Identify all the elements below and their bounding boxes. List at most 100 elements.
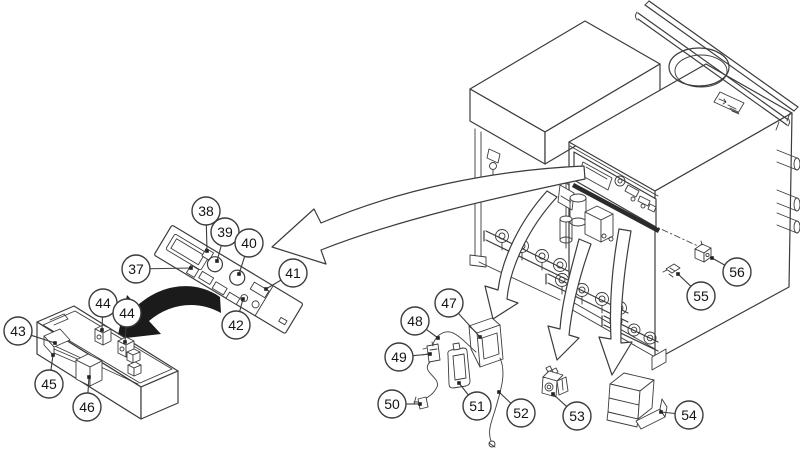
callout-circle: [221, 310, 251, 340]
left-cabinet: [469, 20, 661, 301]
callout-circle: [434, 288, 464, 318]
callout-leader-line: [31, 334, 56, 344]
relay-block: [94, 324, 112, 346]
right-cabinet-foot: [651, 348, 667, 371]
callout-circle: [112, 298, 142, 328]
control-panel-detail: [154, 225, 304, 334]
detail-button-38: [201, 248, 215, 261]
module-box-51: [447, 342, 471, 389]
right-cabinet: [565, 0, 800, 371]
detail-knob-40: [229, 269, 246, 286]
callout-leader-line: [677, 273, 692, 287]
callout-44: 44: [88, 288, 118, 332]
callout-circle: [377, 389, 407, 419]
callout-38: 38: [191, 196, 221, 253]
callout-46: 46: [72, 375, 102, 422]
detail-knob-39: [206, 256, 224, 273]
callout-leader-line: [149, 267, 192, 270]
rear-rail: [635, 0, 799, 131]
callout-circle: [72, 392, 102, 422]
machine-panel-button: [637, 195, 651, 207]
callout-target-dot: [551, 392, 555, 396]
machine-panel-button: [624, 184, 640, 198]
callout-circle: [506, 398, 536, 428]
callout-target-dot: [53, 341, 57, 345]
pot-opening: [668, 47, 730, 88]
callout-39: 39: [210, 217, 240, 263]
callout-number: 46: [79, 399, 95, 415]
callout-target-dot: [51, 353, 55, 357]
callout-target-dot: [478, 335, 482, 339]
machine-panel-knob: [614, 175, 626, 187]
callout-number: 47: [441, 295, 457, 311]
callout-50: 50: [377, 389, 422, 419]
callout-leader-line: [458, 382, 469, 396]
callout-leader-line: [552, 393, 568, 407]
callout-leader-line: [425, 328, 439, 339]
detail-button: [211, 281, 228, 296]
callout-leader-line: [498, 391, 512, 404]
rotation-arrow-icon: [117, 286, 221, 339]
detail-display-window: [165, 234, 210, 270]
callout-leader-line: [205, 224, 208, 252]
callout-target-dot: [100, 328, 104, 332]
component-box-46: [75, 353, 103, 387]
callout-number: 50: [384, 396, 400, 412]
pilot-valve-assembly: [559, 193, 614, 244]
small-knob: [126, 348, 141, 364]
callout-49: 49: [384, 342, 432, 372]
callout-number: 44: [119, 305, 135, 321]
callout-target-dot: [659, 410, 663, 414]
callout-54: 54: [659, 400, 704, 430]
callout-55: 55: [676, 272, 716, 311]
callout-circle: [384, 342, 414, 372]
callout-number: 44: [95, 295, 111, 311]
callout-circle: [686, 281, 716, 311]
callout-number: 53: [569, 408, 585, 424]
arrow-to-ignition-group-icon: [484, 190, 558, 320]
callout-45: 45: [34, 353, 64, 399]
callout-leader-line: [239, 298, 244, 312]
detail-button: [225, 291, 241, 305]
callout-leader-line: [660, 411, 676, 415]
callout-circle: [34, 369, 64, 399]
callout-43: 43: [3, 316, 57, 346]
callout-number: 39: [217, 224, 233, 240]
callout-leader-line: [216, 245, 222, 262]
ignition-plate-47: [468, 317, 504, 368]
callout-leader-line: [50, 354, 54, 371]
detail-button-41: [249, 281, 270, 299]
transformer-unit-54: [606, 372, 668, 430]
arrow-to-panel-detail-icon: [271, 165, 586, 265]
callout-number: 42: [228, 317, 244, 333]
callout-leader-line: [87, 376, 90, 394]
gas-tap: [486, 148, 501, 177]
callout-56: 56: [710, 256, 752, 287]
callout-target-dot: [123, 340, 127, 344]
callout-number: 49: [391, 349, 407, 365]
left-cabinet-foot: [469, 254, 487, 268]
callout-target-dot: [428, 352, 432, 356]
callout-number: 54: [681, 407, 697, 423]
callout-target-dot: [241, 297, 245, 301]
arrow-to-switch-icon: [547, 238, 592, 361]
transfer-arrows: [271, 165, 633, 376]
callout-target-dot: [237, 272, 241, 276]
callout-circle: [278, 258, 308, 288]
callout-number: 55: [693, 288, 709, 304]
callout-41: 41: [264, 258, 308, 291]
callout-number: 51: [469, 398, 485, 414]
callout-circle: [462, 391, 492, 421]
callout-number: 40: [241, 235, 257, 251]
callout-leader-line: [458, 312, 481, 338]
callout-52: 52: [497, 390, 536, 428]
callout-40: 40: [234, 228, 264, 276]
callout-number: 45: [41, 376, 57, 392]
callout-circle: [722, 257, 752, 287]
wire-52: [489, 357, 504, 442]
left-cabinet-base-edge: [478, 261, 561, 301]
callout-target-dot: [436, 336, 440, 340]
callout-47: 47: [434, 288, 482, 339]
side-pipe-stubs: [776, 149, 800, 234]
